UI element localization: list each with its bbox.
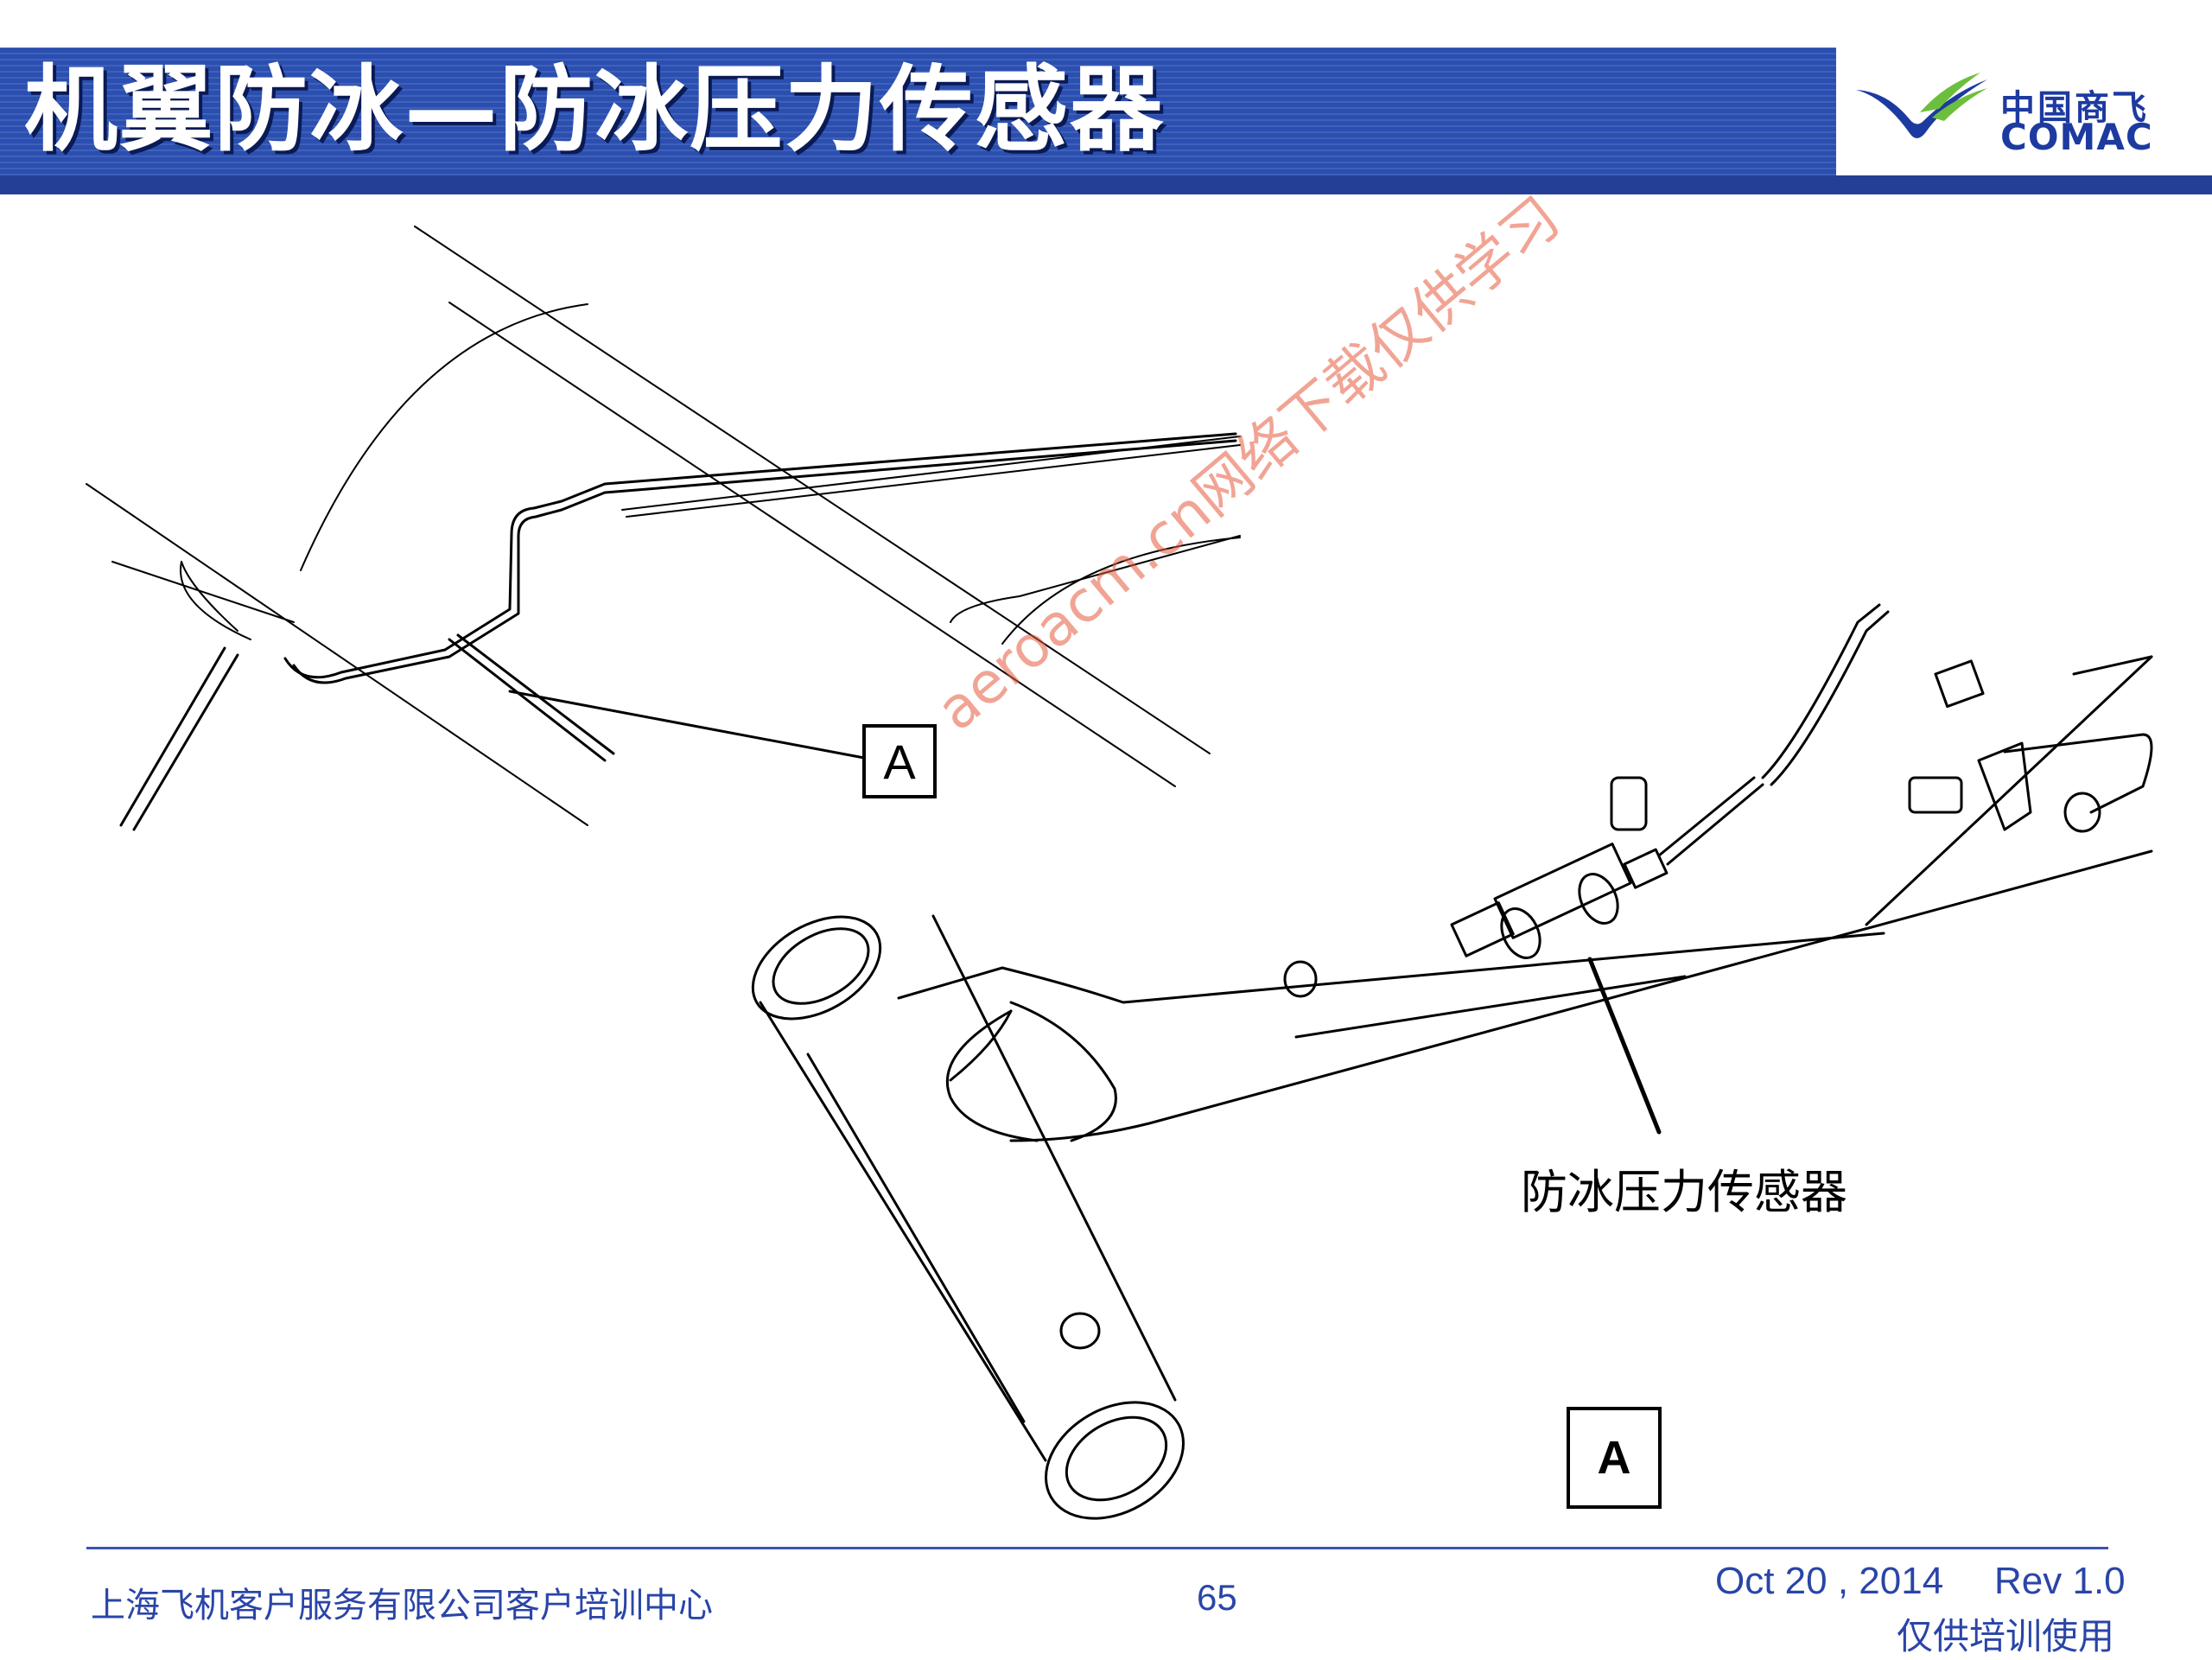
title-bar: [0, 48, 1836, 175]
title-underline: [0, 175, 2212, 194]
logo-chinese-text: 中国商飞: [2000, 88, 2149, 128]
sensor-callout-label: 防冰压力传感器: [1521, 1165, 1847, 1219]
anti-ice-diagram: [86, 226, 2153, 1520]
detail-duct: [897, 655, 2153, 1142]
wing-overview: [86, 226, 1241, 826]
detail-tee-pipe: [751, 914, 1185, 1520]
comac-logo-icon: [1856, 73, 1987, 138]
footer-divider: [86, 1547, 2108, 1549]
detail-sensor: [1450, 603, 2153, 1134]
view-a-label-overview: A: [862, 724, 937, 798]
logo-english-text: COMAC: [2000, 116, 2153, 158]
view-a-label-detail: A: [1567, 1407, 1662, 1509]
page-title: 机翼防冰—防冰压力传感器: [24, 56, 1166, 164]
page-number: 65: [1197, 1577, 1237, 1618]
footer-note: 仅供培训使用: [1897, 1615, 2115, 1657]
callout-leader: [1587, 957, 1662, 1135]
footer-organization: 上海飞机客户服务有限公司客户培训中心: [91, 1586, 713, 1625]
footer-revision: Rev 1.0: [1994, 1560, 2126, 1602]
overview-duct: [119, 432, 1237, 831]
footer-date: Oct 20 , 2014: [1715, 1560, 1944, 1602]
